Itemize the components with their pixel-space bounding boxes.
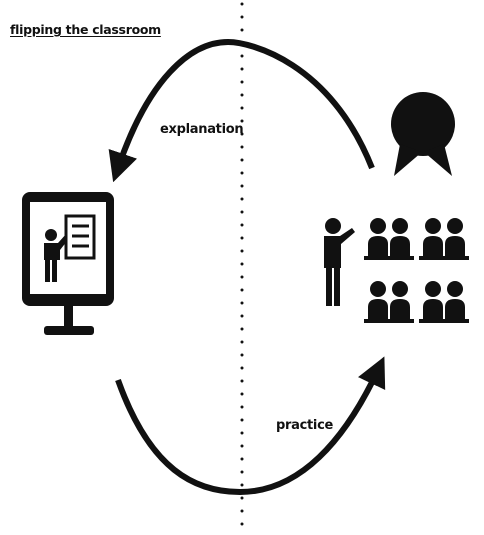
- diagram-title: flipping the classroom: [10, 22, 161, 37]
- audience-desk: [419, 319, 469, 323]
- audience-person-head: [447, 281, 463, 297]
- computer-teacher-icon: [22, 192, 114, 335]
- explanation-label: explanation: [160, 122, 244, 137]
- audience-desk: [364, 256, 414, 260]
- audience-person-body: [423, 236, 443, 256]
- audience-person-body: [390, 236, 410, 256]
- audience-person-body: [445, 299, 465, 319]
- presenter-icon: [324, 218, 355, 306]
- audience-person-head: [425, 281, 441, 297]
- audience-person-head: [370, 218, 386, 234]
- audience-person-body: [368, 236, 388, 256]
- audience-person-body: [390, 299, 410, 319]
- audience-person-head: [425, 218, 441, 234]
- audience-person-head: [392, 281, 408, 297]
- audience-person-head: [447, 218, 463, 234]
- classroom-audience-icon: [364, 218, 469, 323]
- audience-desk: [419, 256, 469, 260]
- speech-bubble-icon: [391, 92, 455, 176]
- audience-person-body: [368, 299, 388, 319]
- audience-desk: [364, 319, 414, 323]
- audience-person-body: [445, 236, 465, 256]
- practice-arrow: [115, 356, 386, 496]
- explanation-arrow: [108, 38, 375, 183]
- practice-label: practice: [276, 418, 333, 433]
- audience-person-body: [423, 299, 443, 319]
- audience-person-head: [370, 281, 386, 297]
- audience-person-head: [392, 218, 408, 234]
